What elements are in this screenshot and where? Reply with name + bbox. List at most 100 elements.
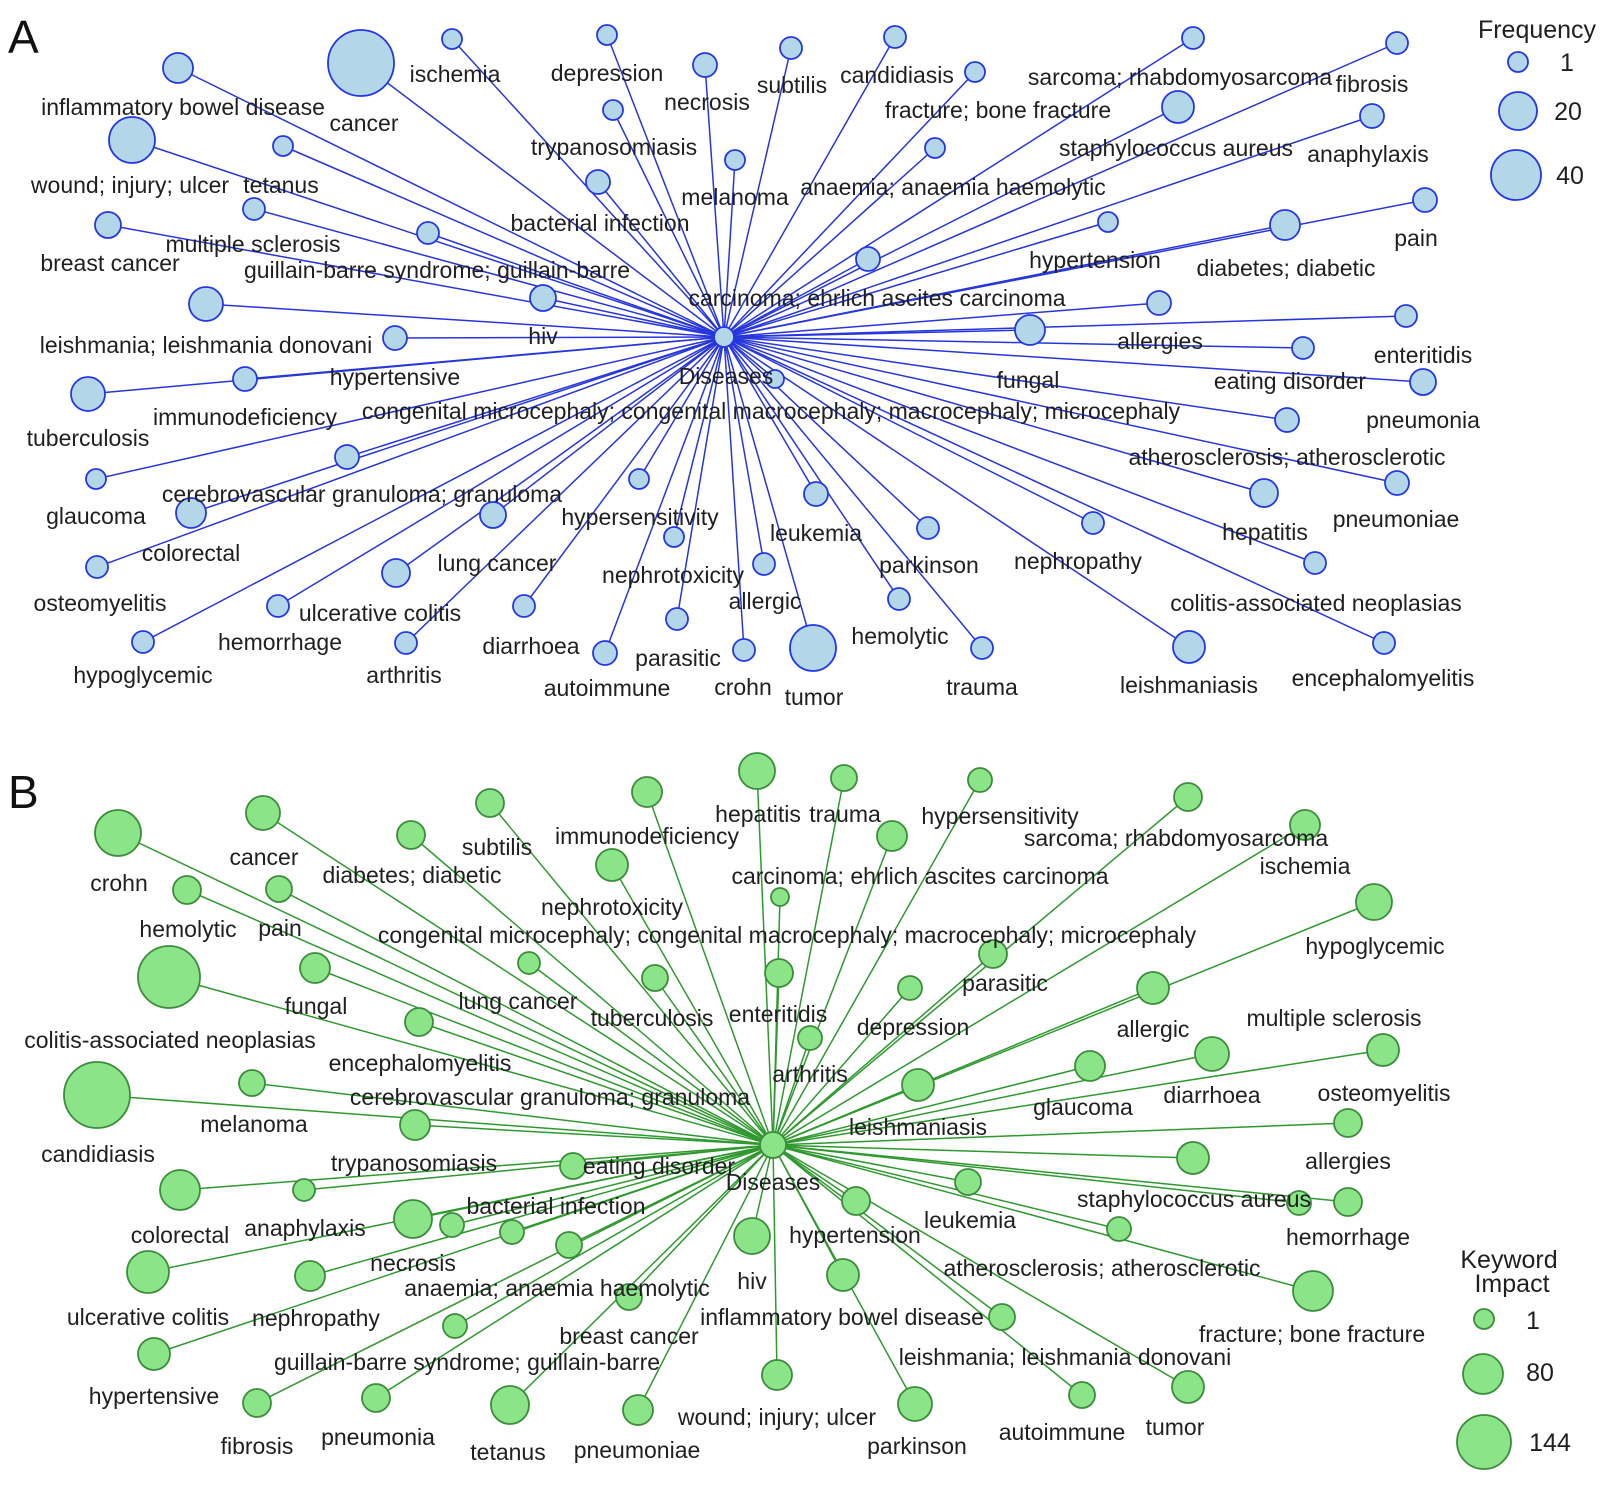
graph-edge-diarrhoea <box>772 1053 1213 1146</box>
node-label-inflammatory-bowel-disease: inflammatory bowel disease <box>700 1304 984 1330</box>
panel-a: inflammatory bowel diseasecancerischemia… <box>27 16 1597 710</box>
node-label-hemolytic: hemolytic <box>139 916 236 942</box>
node-label-pneumoniae: pneumoniae <box>574 1437 701 1463</box>
legend-circle-icon <box>1498 91 1538 131</box>
node-label-depression: depression <box>857 1014 970 1040</box>
node-label-atherosclerosis-atherosclerotic: atherosclerosis; atherosclerotic <box>943 1255 1260 1281</box>
node-label-subtilis: subtilis <box>757 72 827 98</box>
graph-node-congenital-microcephaly-congenital-macrocephaly-macrocephaly-microcephaly <box>770 887 790 907</box>
node-label-anaphylaxis: anaphylaxis <box>1307 141 1428 167</box>
node-label-carcinoma-ehrlich-ascites-carcinoma: carcinoma; ehrlich ascites carcinoma <box>731 863 1108 889</box>
graph-node-pain <box>1412 187 1438 213</box>
graph-edge-cancer <box>262 812 774 1146</box>
graph-node-tuberculosis <box>70 376 106 412</box>
graph-edge-hypoglycemic <box>142 336 725 643</box>
graph-edge-anaphylaxis <box>723 115 1373 338</box>
graph-edge-leishmaniasis <box>723 336 1190 648</box>
node-label-ulcerative-colitis: ulcerative colitis <box>299 600 461 626</box>
graph-edge-hepatitis <box>723 336 1265 494</box>
legend-value: 1 <box>1526 1307 1540 1335</box>
graph-edge-subtilis <box>489 802 774 1146</box>
graph-node-inflammatory-bowel-disease <box>162 52 194 84</box>
node-label-guillain-barre-syndrome-guillain-barre: guillain-barre syndrome; guillain-barre <box>274 1349 660 1375</box>
graph-edge-ischemia <box>772 824 1306 1146</box>
graph-node-leukemia <box>803 481 829 507</box>
graph-node-hypertensive <box>137 1337 171 1371</box>
node-label-breast-cancer: breast cancer <box>559 1323 699 1349</box>
node-label-leishmania-leishmania-donovani: leishmania; leishmania donovani <box>899 1344 1231 1370</box>
legend-circle-icon <box>1490 149 1542 201</box>
graph-node-tumor <box>1171 1370 1205 1404</box>
node-label-candidiasis: candidiasis <box>41 1141 155 1167</box>
graph-node-multiple-sclerosis <box>1366 1033 1400 1067</box>
graph-edge-melanoma <box>251 1082 774 1146</box>
node-label-parasitic: parasitic <box>962 970 1048 996</box>
node-label-staphylococcus-aureus: staphylococcus aureus <box>1059 135 1293 161</box>
node-label-lung-cancer: lung cancer <box>459 988 578 1014</box>
graph-edge-ulcerative-colitis <box>147 1144 774 1273</box>
graph-edge-allergic <box>723 336 765 565</box>
graph-edge-osteomyelitis <box>96 336 725 568</box>
node-label-glaucoma: glaucoma <box>1033 1094 1133 1120</box>
node-label-wound-injury-ulcer: wound; injury; ulcer <box>677 1404 876 1430</box>
graph-node-nephropathy <box>1081 511 1105 535</box>
panel-a-letter: A <box>8 11 39 63</box>
node-label-fungal: fungal <box>285 993 348 1019</box>
node-label-melanoma: melanoma <box>681 184 789 210</box>
node-label-tetanus: tetanus <box>470 1439 545 1465</box>
node-label-diarrhoea: diarrhoea <box>1163 1082 1260 1108</box>
graph-edge-autoimmune <box>604 336 725 654</box>
node-label-cerebrovascular-granuloma-granuloma: cerebrovascular granuloma; granuloma <box>162 481 562 507</box>
graph-node-necrosis <box>692 52 718 78</box>
graph-node-hiv <box>733 1217 771 1255</box>
graph-node-pain <box>265 875 293 903</box>
node-label-arthritis: arthritis <box>366 662 441 688</box>
node-label-leukemia: leukemia <box>924 1207 1016 1233</box>
graph-node-hemolytic <box>887 587 911 611</box>
graph-edge-fracture-bone-fracture <box>772 1144 1314 1292</box>
graph-node-necrosis <box>439 1212 465 1238</box>
node-label-congenital-microcephaly-congenital-macrocephaly-macrocephaly-microcephaly: congenital microcephaly; congenital macr… <box>378 922 1197 948</box>
graph-node-allergic <box>752 552 776 576</box>
graph-node-fungal <box>299 952 331 984</box>
graph-edge-leishmania-leishmania-donovani <box>772 1144 1003 1318</box>
graph-node-enteritidis <box>764 958 794 988</box>
graph-node-immunodeficiency <box>631 776 663 808</box>
graph-node-anaphylaxis <box>393 1199 433 1239</box>
graph-node-leishmaniasis <box>901 1068 935 1102</box>
node-label-leishmaniasis: leishmaniasis <box>1120 672 1258 698</box>
graph-edge-hypoglycemic <box>772 901 1375 1146</box>
graph-node-candidiasis <box>883 25 907 49</box>
node-label-cancer: cancer <box>329 110 398 136</box>
node-label-multiple-sclerosis: multiple sclerosis <box>165 231 340 257</box>
graph-node-depression <box>897 975 923 1001</box>
node-label-fibrosis: fibrosis <box>1336 71 1409 97</box>
graph-edge-glaucoma <box>772 1065 1091 1146</box>
graph-edge-pneumoniae <box>637 1144 774 1411</box>
node-label-leishmaniasis: leishmaniasis <box>849 1114 987 1140</box>
graph-edge-crohn <box>723 336 745 651</box>
graph-node-fibrosis <box>1385 31 1409 55</box>
graph-edge-immunodeficiency <box>646 791 774 1146</box>
graph-node-lung-cancer <box>517 951 541 975</box>
graph-edge-fungal <box>314 967 774 1146</box>
graph-edge-hemolytic <box>723 336 900 600</box>
legend-circle-icon <box>1473 1308 1495 1330</box>
node-label-parkinson: parkinson <box>867 1433 967 1459</box>
graph-node-guillain-barre-syndrome-guillain-barre <box>442 1313 468 1339</box>
graph-node-pneumonia <box>1274 407 1300 433</box>
node-label-center-diseases: Diseases <box>726 1169 821 1195</box>
graph-node-diarrhoea <box>1194 1036 1230 1072</box>
graph-node-pneumoniae <box>1384 470 1410 496</box>
graph-edge-subtilis <box>723 47 792 338</box>
graph-edge-candidiasis <box>723 36 896 338</box>
graph-edge-cancer <box>360 62 725 338</box>
graph-node-colorectal <box>159 1169 201 1211</box>
node-label-hepatitis: hepatitis <box>1222 519 1308 545</box>
graph-edge-colorectal <box>179 1144 774 1191</box>
node-label-subtilis: subtilis <box>462 834 532 860</box>
graph-node-hypertension <box>841 1186 871 1216</box>
